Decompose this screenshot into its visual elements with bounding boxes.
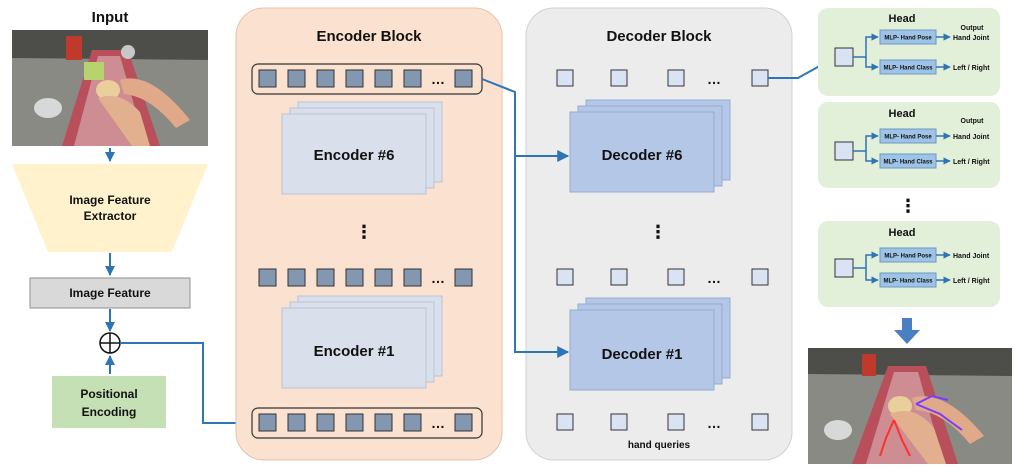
decoder-block-title: Decoder Block [606,28,712,45]
encoder-input-tokens [258,413,473,432]
head-2-class-output: Left / Right [953,159,990,166]
encoder-block-title: Encoder Block [316,28,422,45]
head-1-title: Head [889,13,916,25]
head-1-output-label: Output [961,25,985,32]
encoder-6-label: Encoder #6 [314,147,395,164]
head-2-output-label: Output [961,118,985,125]
hand-queries-label: hand queries [628,440,691,451]
output-photo [808,348,1012,464]
down-arrow-to-output [894,318,920,344]
head-2-pose-output: Hand Joint [953,134,990,141]
head-2-mlp-class: MLP- Hand Class [883,160,933,166]
head-1-mlp-class: MLP- Hand Class [883,66,933,72]
encoder-1-label: Encoder #1 [314,343,395,360]
encoder-top-ellipsis: … [431,71,445,87]
head-3 [818,221,1000,307]
decoder-6-label: Decoder #6 [602,147,683,164]
head-3-mlp-class: MLP- Hand Class [883,279,933,285]
extractor-label-line1: Image Feature [69,193,151,207]
encoder-1-stack [281,295,443,389]
encoder-6-stack [281,101,443,195]
head-3-mlp-pose: MLP- Hand Pose [884,254,932,260]
arrow-memory-to-decoder1 [514,156,570,358]
posenc-label-line1: Positional [80,387,137,401]
image-feature-box [29,277,191,309]
decoder-bottom-ellipsis: … [707,415,721,431]
decoder-6-stack [569,99,731,193]
encoder-input-tokens-bracket [251,407,483,439]
encoder-bottom-ellipsis: … [431,415,445,431]
add-operator [99,332,121,354]
encoder-middle-tokens [258,268,473,287]
decoder-middle-ellipsis: … [707,270,721,286]
image-feature-extractor [12,164,208,252]
head-1 [818,8,1000,96]
arrow-add-to-encoder [120,342,255,428]
posenc-label-line2: Encoding [82,405,137,419]
head-1-mlp-pose: MLP- Hand Pose [884,36,932,42]
head-3-title: Head [889,227,916,239]
arrow-memory-to-decoder6 [481,78,570,162]
decoder-top-ellipsis: … [707,71,721,87]
head-2-title: Head [889,108,916,120]
decoder-1-label: Decoder #1 [602,346,683,363]
hand-query-tokens [556,413,769,431]
image-feature-label: Image Feature [69,286,151,300]
head-3-class-output: Left / Right [953,278,990,285]
head-3-pose-output: Hand Joint [953,253,990,260]
decoder-middle-queries [556,268,769,286]
input-photo [12,30,208,146]
head-2-mlp-pose: MLP- Hand Pose [884,135,932,141]
encoder-middle-ellipsis: … [431,270,445,286]
positional-encoding-box [52,376,166,428]
input-label: Input [92,9,129,26]
decoder-1-stack [569,297,731,391]
extractor-label-line2: Extractor [84,209,137,223]
head-1-class-output: Left / Right [953,65,990,72]
decoder-vertical-ellipsis: ⋮ [649,222,667,242]
head-2 [818,102,1000,188]
encoder-vertical-ellipsis: ⋮ [355,222,373,242]
encoder-output-tokens [258,69,473,88]
head-1-pose-output: Hand Joint [953,35,990,42]
heads-vertical-ellipsis: ⋮ [899,196,917,216]
